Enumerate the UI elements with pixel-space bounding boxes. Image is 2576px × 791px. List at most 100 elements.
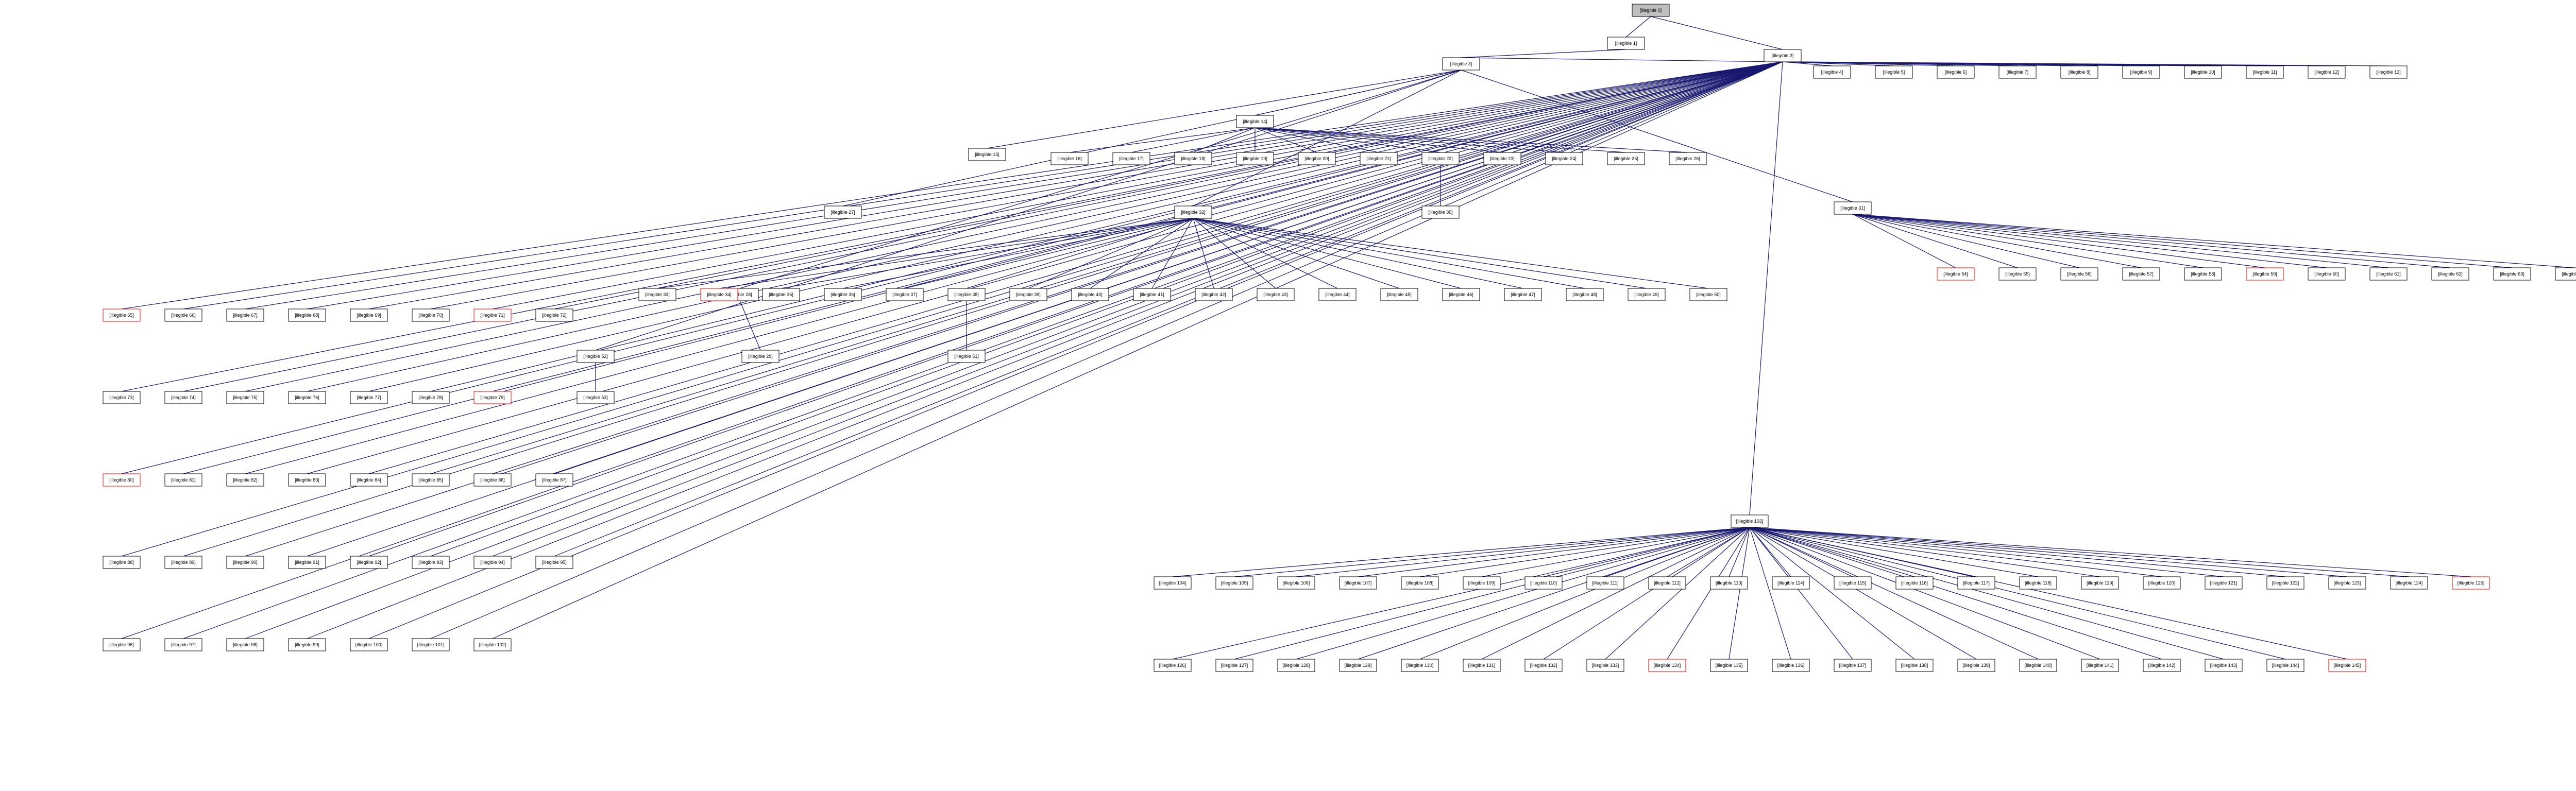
graph-node-n2[interactable]: [illegible 2] xyxy=(1764,49,1802,62)
graph-node-n56[interactable]: [illegible 56] xyxy=(2060,267,2098,281)
graph-node-box[interactable] xyxy=(1586,659,1624,672)
graph-node-box[interactable] xyxy=(2081,659,2119,672)
graph-node-n87[interactable]: [illegible 87] xyxy=(535,473,573,487)
graph-node-n94[interactable]: [illegible 94] xyxy=(473,556,512,569)
graph-node-n93[interactable]: [illegible 93] xyxy=(412,556,450,569)
graph-node-n62[interactable]: [illegible 62] xyxy=(2431,267,2469,281)
graph-node-box[interactable] xyxy=(1937,65,1975,79)
graph-node-box[interactable] xyxy=(1339,576,1377,590)
graph-node-n105[interactable]: [illegible 105] xyxy=(1215,576,1253,590)
graph-node-box[interactable] xyxy=(164,473,202,487)
graph-node-n52[interactable]: [illegible 52] xyxy=(577,350,615,363)
graph-node-n43[interactable]: [illegible 43] xyxy=(1257,288,1295,301)
graph-node-n65[interactable]: [illegible 65] xyxy=(103,308,141,322)
graph-node-box[interactable] xyxy=(1895,576,1934,590)
graph-node-n112[interactable]: [illegible 112] xyxy=(1648,576,1686,590)
graph-node-n49[interactable]: [illegible 49] xyxy=(1628,288,1666,301)
graph-node-n83[interactable]: [illegible 83] xyxy=(288,473,326,487)
graph-node-box[interactable] xyxy=(1257,288,1295,301)
graph-node-n64[interactable]: [illegible 64] xyxy=(2555,267,2576,281)
graph-node-n137[interactable]: [illegible 137] xyxy=(1834,659,1872,672)
graph-node-n32[interactable]: [illegible 32] xyxy=(1174,205,1212,219)
graph-node-n132[interactable]: [illegible 132] xyxy=(1524,659,1563,672)
graph-node-box[interactable] xyxy=(1401,659,1439,672)
graph-node-n73[interactable]: [illegible 73] xyxy=(103,391,141,404)
graph-node-box[interactable] xyxy=(1524,659,1563,672)
graph-node-box[interactable] xyxy=(1154,659,1192,672)
graph-node-n19[interactable]: [illegible 19] xyxy=(1236,152,1274,165)
graph-node-n97[interactable]: [illegible 97] xyxy=(164,638,202,651)
graph-node-box[interactable] xyxy=(103,638,141,651)
graph-node-box[interactable] xyxy=(2143,659,2181,672)
graph-node-n39[interactable]: [illegible 39] xyxy=(1009,288,1047,301)
graph-node-box[interactable] xyxy=(1957,576,1995,590)
graph-node-box[interactable] xyxy=(2390,576,2428,590)
graph-node-box[interactable] xyxy=(1236,115,1274,128)
graph-node-n84[interactable]: [illegible 84] xyxy=(350,473,388,487)
graph-node-box[interactable] xyxy=(288,638,326,651)
graph-node-box[interactable] xyxy=(2060,65,2098,79)
graph-node-n138[interactable]: [illegible 138] xyxy=(1895,659,1934,672)
graph-node-box[interactable] xyxy=(1834,201,1872,215)
graph-node-box[interactable] xyxy=(1050,152,1089,165)
graph-node-n67[interactable]: [illegible 67] xyxy=(226,308,264,322)
graph-node-n46[interactable]: [illegible 46] xyxy=(1442,288,1480,301)
graph-node-box[interactable] xyxy=(412,556,450,569)
graph-node-n11[interactable]: [illegible 11] xyxy=(2246,65,2284,79)
graph-node-box[interactable] xyxy=(700,288,738,301)
graph-node-n57[interactable]: [illegible 57] xyxy=(2122,267,2160,281)
graph-node-box[interactable] xyxy=(2060,267,2098,281)
graph-node-n81[interactable]: [illegible 81] xyxy=(164,473,202,487)
graph-node-n104[interactable]: [illegible 104] xyxy=(1154,576,1192,590)
graph-node-box[interactable] xyxy=(288,308,326,322)
graph-node-n10[interactable]: [illegible 10] xyxy=(2184,65,2222,79)
graph-node-n13[interactable]: [illegible 13] xyxy=(2369,65,2408,79)
graph-node-box[interactable] xyxy=(1937,267,1975,281)
graph-node-n74[interactable]: [illegible 74] xyxy=(164,391,202,404)
graph-node-n38[interactable]: [illegible 38] xyxy=(947,288,986,301)
graph-node-n7[interactable]: [illegible 7] xyxy=(1998,65,2037,79)
graph-node-n68[interactable]: [illegible 68] xyxy=(288,308,326,322)
graph-node-n41[interactable]: [illegible 41] xyxy=(1133,288,1171,301)
graph-node-n25[interactable]: [illegible 25] xyxy=(1607,152,1645,165)
graph-node-box[interactable] xyxy=(2266,576,2304,590)
graph-node-box[interactable] xyxy=(1834,659,1872,672)
graph-node-n91[interactable]: [illegible 91] xyxy=(288,556,326,569)
graph-node-n36[interactable]: [illegible 36] xyxy=(824,288,862,301)
graph-node-box[interactable] xyxy=(2019,576,2057,590)
graph-node-n20[interactable]: [illegible 20] xyxy=(1298,152,1336,165)
graph-node-box[interactable] xyxy=(1813,65,1851,79)
graph-node-n59[interactable]: [illegible 59] xyxy=(2246,267,2284,281)
graph-node-box[interactable] xyxy=(2246,267,2284,281)
graph-node-n63[interactable]: [illegible 63] xyxy=(2493,267,2531,281)
graph-node-n95[interactable]: [illegible 95] xyxy=(535,556,573,569)
graph-node-n130[interactable]: [illegible 130] xyxy=(1401,659,1439,672)
graph-node-box[interactable] xyxy=(2431,267,2469,281)
graph-node-box[interactable] xyxy=(226,638,264,651)
graph-node-box[interactable] xyxy=(1421,152,1460,165)
graph-node-n108[interactable]: [illegible 108] xyxy=(1401,576,1439,590)
graph-node-n79[interactable]: [illegible 79] xyxy=(473,391,512,404)
graph-node-n141[interactable]: [illegible 141] xyxy=(2081,659,2119,672)
graph-node-box[interactable] xyxy=(473,638,512,651)
graph-node-n76[interactable]: [illegible 76] xyxy=(288,391,326,404)
graph-node-n101[interactable]: [illegible 101] xyxy=(412,638,450,651)
graph-node-n116[interactable]: [illegible 116] xyxy=(1895,576,1934,590)
graph-node-n22[interactable]: [illegible 22] xyxy=(1421,152,1460,165)
graph-node-n26[interactable]: [illegible 26] xyxy=(1669,152,1707,165)
graph-node-n50[interactable]: [illegible 50] xyxy=(1689,288,1727,301)
graph-node-box[interactable] xyxy=(1710,659,1748,672)
graph-node-box[interactable] xyxy=(2369,267,2408,281)
graph-node-box[interactable] xyxy=(2246,65,2284,79)
graph-node-box[interactable] xyxy=(412,308,450,322)
graph-node-box[interactable] xyxy=(164,391,202,404)
graph-node-n23[interactable]: [illegible 23] xyxy=(1483,152,1521,165)
graph-node-n142[interactable]: [illegible 142] xyxy=(2143,659,2181,672)
graph-node-n80[interactable]: [illegible 80] xyxy=(103,473,141,487)
graph-node-n44[interactable]: [illegible 44] xyxy=(1318,288,1357,301)
graph-node-n109[interactable]: [illegible 109] xyxy=(1463,576,1501,590)
graph-node-box[interactable] xyxy=(103,308,141,322)
graph-node-n106[interactable]: [illegible 106] xyxy=(1277,576,1315,590)
graph-node-box[interactable] xyxy=(824,288,862,301)
graph-node-n17[interactable]: [illegible 17] xyxy=(1112,152,1150,165)
